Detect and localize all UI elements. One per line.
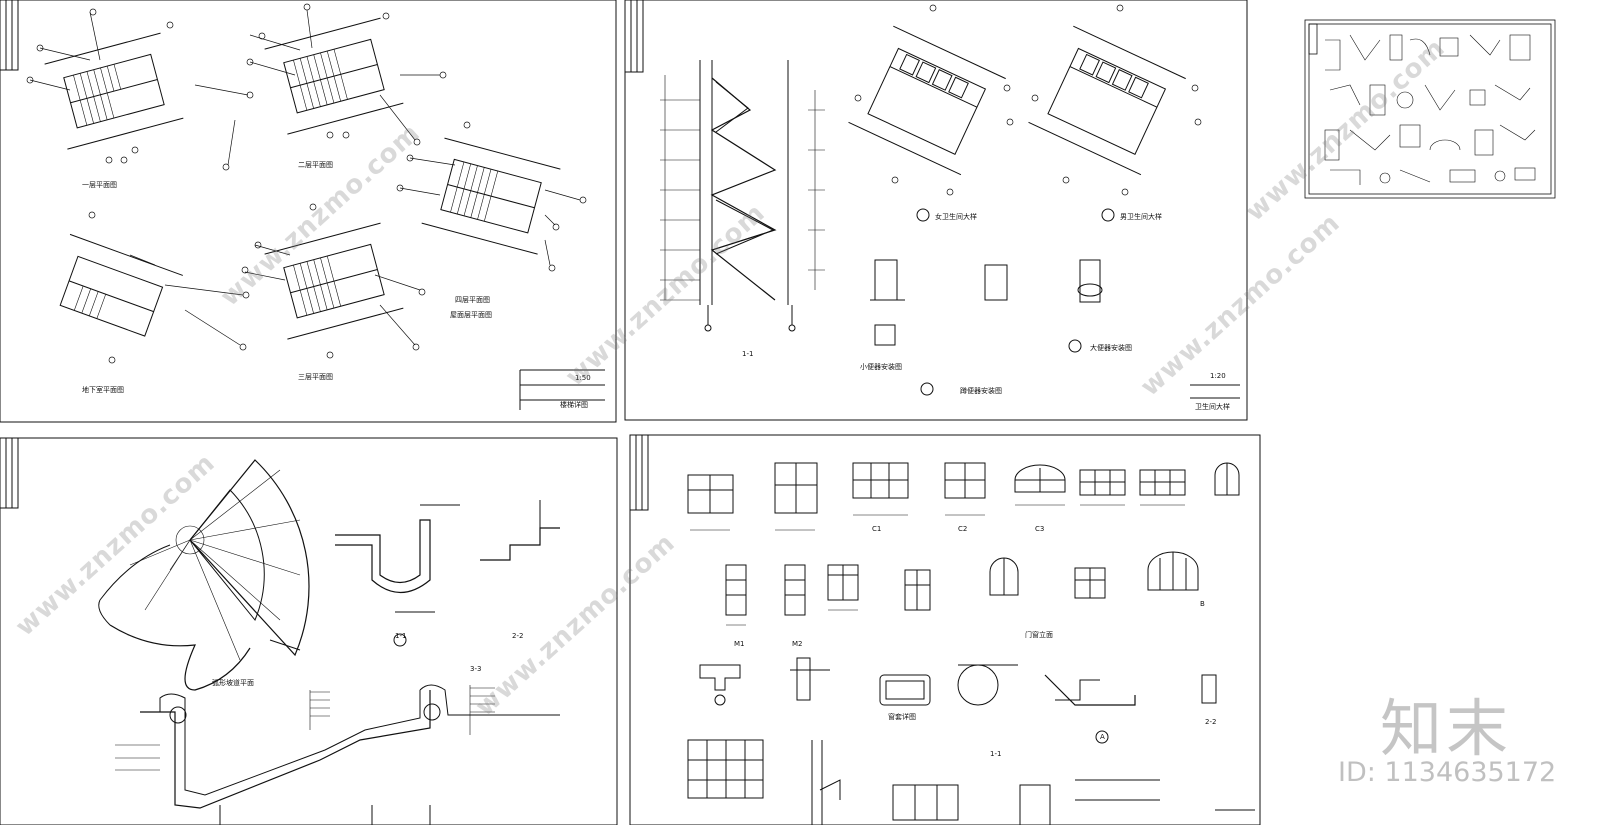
window-detail-a: A [1100,733,1105,741]
sheet-ramp-details [0,437,618,825]
window-label-c2: C2 [958,525,968,533]
sheet-2-stamp-scale: 1:20 [1210,372,1226,380]
sheet-2-stamp-title: 卫生间大样 [1195,403,1230,411]
sheet-window-schedule [629,434,1261,825]
brand-logo: 知末 [1380,692,1513,765]
ramp-detail-1: 1-1 [395,632,407,640]
sheet-1-stamp-scale: 1:50 [575,374,591,382]
fixture-label-3: 大便器安装图 [1090,344,1132,352]
brand-id-text: ID: 1134635172 [1338,757,1557,788]
sheet-stair-section [624,0,1248,421]
plan-label-3: 三层平面图 [298,373,333,381]
plan-label-4: 四层平面图 [455,296,490,304]
window-trim-label: 窗套详图 [888,713,916,721]
toilet-label-2: 男卫生间大样 [1120,213,1162,221]
plan-label-1: 一层平面图 [82,181,117,189]
fixture-label-1: 蹲便器安装图 [960,387,1002,395]
toilet-label-1: 女卫生间大样 [935,213,977,221]
window-label-c3: C3 [1035,525,1045,533]
dimension-ticks [660,299,1185,626]
ramp-plan-label: 弧形坡道平面 [212,679,254,687]
window-elevation-label: 门窗立面 [1025,631,1053,639]
sheet-1-stamp-title: 楼梯详图 [560,401,588,409]
plan-label-5: 屋面层平面图 [450,311,492,319]
sheet-thumbnail-details [1304,19,1556,199]
plan-label-6: 地下室平面图 [82,386,124,394]
window-detail-b: B [1200,600,1205,608]
ramp-detail-2: 2-2 [512,632,524,640]
door-label-m1: M1 [734,640,745,648]
window-label-c1: C1 [872,525,882,533]
window-section-2: 2-2 [1205,718,1217,726]
sheet-stair-plans [0,0,617,423]
section-label: 1-1 [742,350,754,358]
door-label-m2: M2 [792,640,803,648]
fixture-label-2: 小便器安装图 [860,363,902,371]
window-section-1: 1-1 [990,750,1002,758]
ramp-detail-3: 3-3 [470,665,482,673]
plan-label-2: 二层平面图 [298,161,333,169]
